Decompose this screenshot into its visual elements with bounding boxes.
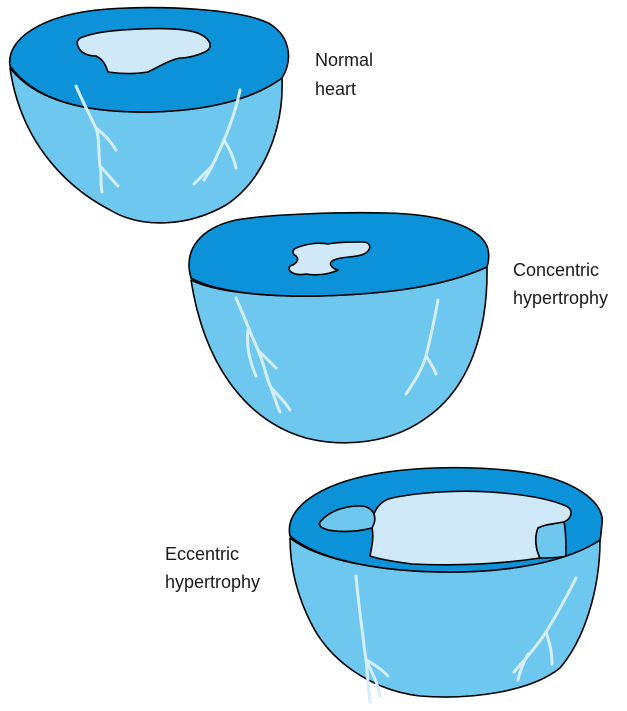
- normal-heart-label: Normal heart: [315, 50, 378, 99]
- eccentric-label-line1: Eccentric: [165, 544, 239, 564]
- concentric-label-line1: Concentric: [513, 260, 599, 280]
- eccentric-heart-inner-wall: [536, 522, 566, 558]
- normal-heart-label-line1: Normal: [315, 50, 373, 70]
- normal-heart-label-line2: heart: [315, 79, 356, 99]
- concentric-label-line2: hypertrophy: [513, 288, 608, 308]
- eccentric-heart: [289, 468, 602, 702]
- concentric-hypertrophy-label: Concentric hypertrophy: [513, 260, 608, 308]
- normal-heart: [10, 8, 289, 223]
- concentric-heart: [189, 213, 489, 443]
- eccentric-hypertrophy-label: Eccentric hypertrophy: [165, 544, 260, 592]
- eccentric-label-line2: hypertrophy: [165, 572, 260, 592]
